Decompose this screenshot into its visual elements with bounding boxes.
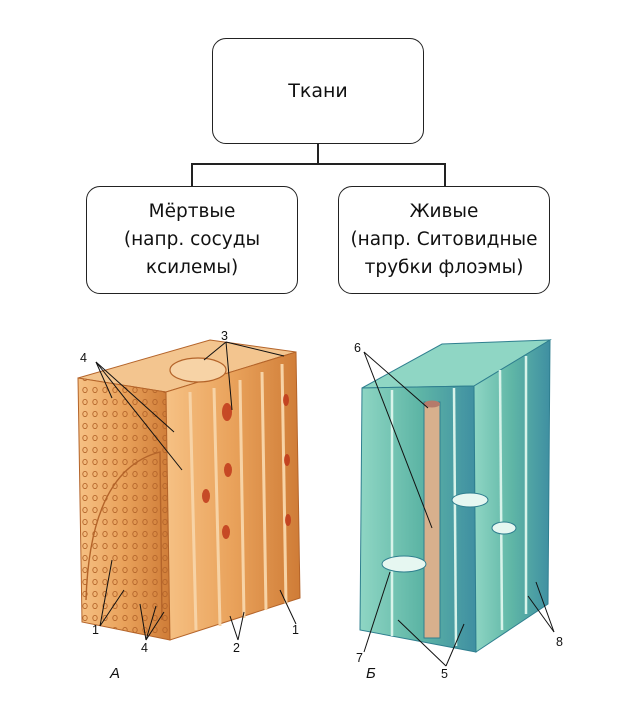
- dead-example-line1: (напр. сосуды: [123, 229, 261, 250]
- tissues-box: Ткани: [212, 38, 424, 144]
- live-example-line1: (напр. Ситовидные: [350, 229, 538, 250]
- label-7: 7: [356, 651, 363, 665]
- label-5: 5: [441, 667, 448, 681]
- phloem-leader-lines: [363, 351, 555, 667]
- connector-vertical-live: [444, 163, 446, 187]
- dead-tissues-box: Мёртвые (напр. сосуды ксилемы): [86, 186, 298, 294]
- phloem-illustration: [359, 339, 552, 653]
- label-8: 8: [556, 635, 563, 649]
- connector-vertical-dead: [191, 163, 193, 187]
- label-2: 2: [233, 641, 240, 655]
- caption-a: А: [109, 665, 120, 682]
- label-3: 3: [221, 329, 228, 343]
- dead-title: Мёртвые: [148, 201, 236, 222]
- connector-vertical-root: [317, 144, 319, 164]
- dead-example-line2: ксилемы): [145, 257, 239, 278]
- label-4-bottom: 4: [141, 641, 148, 655]
- connector-horizontal: [191, 163, 445, 165]
- xylem-illustration: [77, 339, 301, 641]
- label-1-right: 1: [292, 623, 299, 637]
- label-1-left: 1: [92, 623, 99, 637]
- caption-b: Б: [366, 665, 376, 682]
- live-example-line2: трубки флоэмы): [364, 257, 524, 278]
- living-tissues-box: Живые (напр. Ситовидные трубки флоэмы): [338, 186, 550, 294]
- label-6: 6: [354, 341, 361, 355]
- tissues-label: Ткани: [288, 80, 348, 102]
- tissue-illustrations: 4 3 1 4 2 1 А 6 7 5 8 Б: [77, 329, 563, 682]
- xylem-leader-lines: [95, 341, 297, 641]
- live-title: Живые: [409, 201, 479, 222]
- label-4-top: 4: [80, 351, 87, 365]
